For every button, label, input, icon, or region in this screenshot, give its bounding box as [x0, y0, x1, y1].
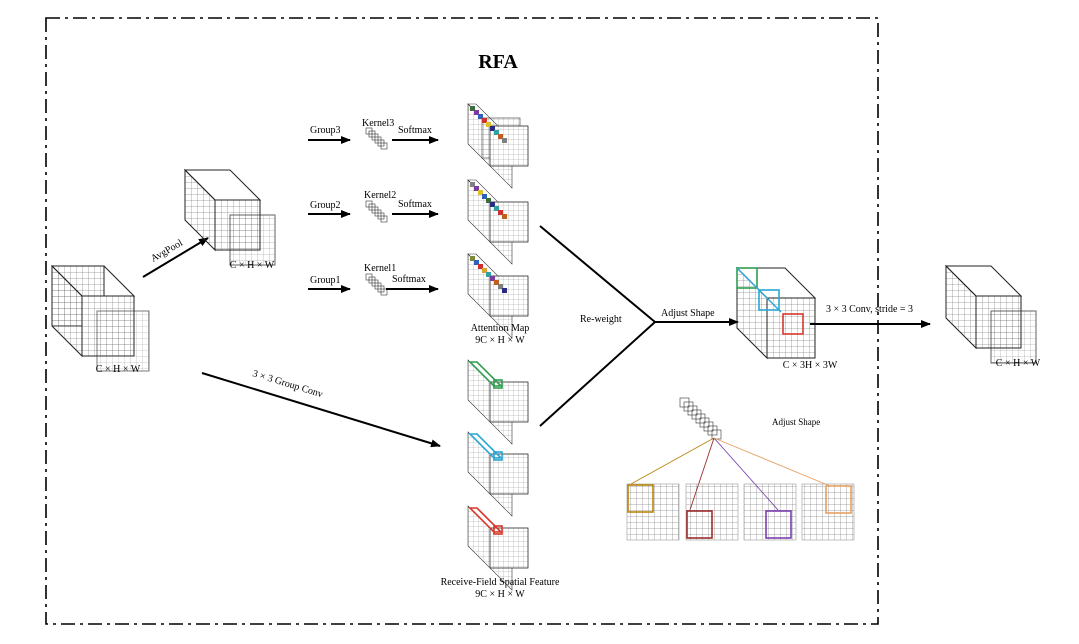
output-tensor: [944, 264, 1037, 364]
rf-stack-green: [467, 359, 529, 445]
attention-stack-2: [467, 179, 529, 265]
inset-grid-3: [743, 483, 797, 541]
output-dims-label: C × H × W: [996, 358, 1041, 369]
rf-stack-cyan: [467, 431, 529, 517]
pooled-dims-label: C × H × W: [230, 260, 275, 271]
kernel3-icon: [365, 127, 388, 150]
adjusted-dims-label: C × 3H × 3W: [783, 360, 838, 371]
softmax2-label: Softmax: [398, 199, 432, 210]
group2-label: Group2: [310, 200, 341, 211]
pooled-tensor: [183, 168, 276, 266]
attention-map-label: Attention Map: [471, 323, 530, 334]
reweight-line-bottom: [539, 321, 656, 427]
input-dims-label: C × H × W: [96, 364, 141, 375]
adjust-shape-inset: Adjust Shape: [626, 397, 855, 541]
attention-stack-1: [467, 253, 529, 339]
adjusted-tensor: [735, 266, 817, 360]
inset-kernel-stack: [679, 397, 722, 440]
inset-grid-4: [801, 483, 855, 541]
reweight-label: Re-weight: [580, 314, 622, 325]
avgpool-label: AvgPool: [149, 238, 185, 265]
inset-adjust-shape-label: Adjust Shape: [772, 417, 820, 427]
softmax3-label: Softmax: [398, 125, 432, 136]
avgpool-arrow: [142, 237, 209, 278]
conv-stride-label: 3 × 3 Conv, stride = 3: [826, 304, 913, 315]
kernel1-label: Kernel1: [364, 263, 396, 274]
group-conv-label: 3 × 3 Group Conv: [251, 368, 324, 400]
group1-label: Group1: [310, 275, 341, 286]
attention-stack-3: [467, 103, 529, 189]
rf-feature-label: Receive-Field Spatial Feature: [441, 577, 560, 588]
rfa-title: RFA: [478, 51, 518, 73]
group-conv-arrow: [201, 372, 441, 448]
reweight-line-top: [539, 225, 656, 323]
softmax1-label: Softmax: [392, 274, 426, 285]
rf-stack-red: [467, 505, 529, 591]
attention-dims-label: 9C × H × W: [475, 335, 525, 346]
kernel2-icon: [365, 200, 388, 223]
kernel1-icon: [365, 273, 388, 296]
adjust-shape-label: Adjust Shape: [661, 308, 715, 319]
rfa-frame: [45, 17, 879, 625]
input-tensor: [50, 264, 150, 372]
kernel2-label: Kernel2: [364, 190, 396, 201]
group3-label: Group3: [310, 125, 341, 136]
rf-dims-label: 9C × H × W: [475, 589, 525, 600]
kernel3-label: Kernel3: [362, 118, 394, 129]
